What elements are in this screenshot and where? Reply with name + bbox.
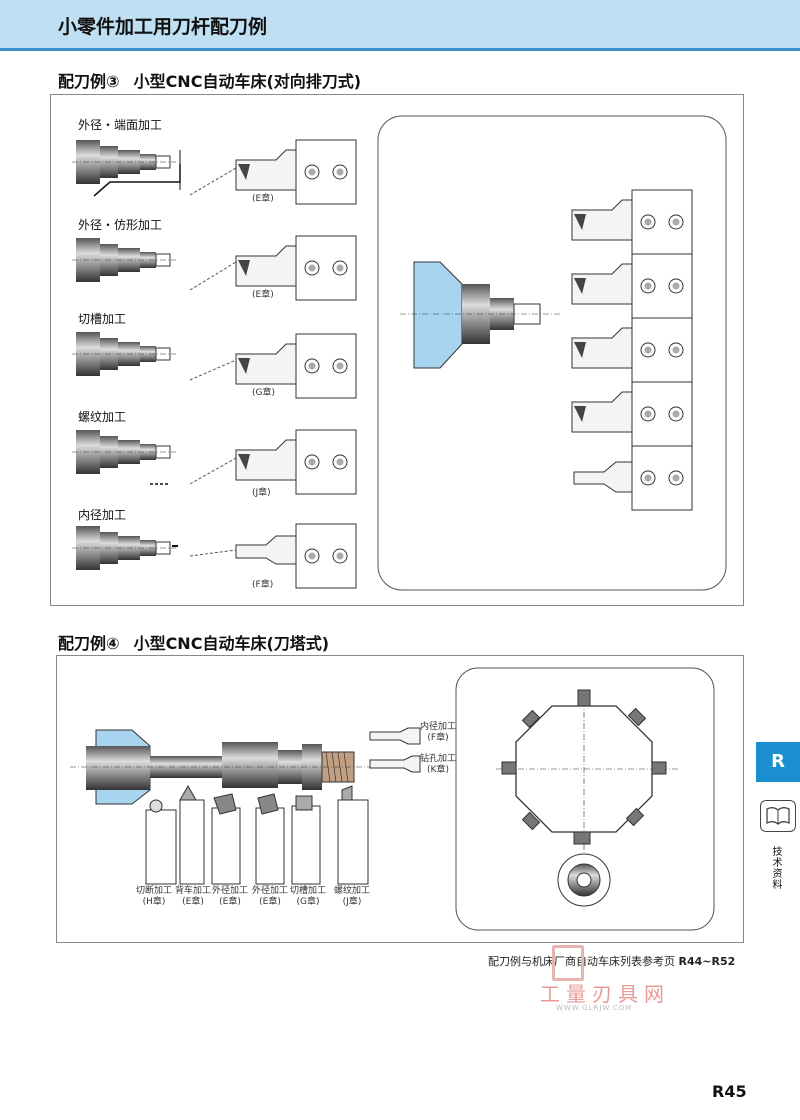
row-caption-2: (E章) xyxy=(252,290,274,300)
bottom-tool-5: 切槽加工 (G章) xyxy=(290,886,326,908)
section-tab-r[interactable]: R xyxy=(756,742,800,782)
page-header: 小零件加工用刀杆配刀例 xyxy=(0,0,800,51)
watermark-logo-icon xyxy=(552,945,584,981)
row-label-2: 外径・仿形加工 xyxy=(78,218,163,232)
bottom-tool-1-chapter: (H章) xyxy=(142,897,166,907)
section3-title: 配刀例③ 小型CNC自动车床(对向排刀式) xyxy=(58,68,375,92)
bottom-tool-4: 外径加工 (E章) xyxy=(252,886,288,908)
bottom-tool-5-chapter: (G章) xyxy=(296,897,320,907)
book-icon xyxy=(760,800,796,832)
bottom-tool-3-chapter: (E章) xyxy=(219,897,241,907)
side-tool-1: 内径加工 (F章) xyxy=(420,722,456,744)
bottom-tool-1-name: 切断加工 xyxy=(136,886,173,896)
bottom-tool-2-chapter: (E章) xyxy=(182,897,204,907)
side-tool-1-name: 内径加工 xyxy=(420,722,457,732)
bottom-tool-5-name: 切槽加工 xyxy=(290,886,327,896)
row-caption-5: (F章) xyxy=(252,580,274,590)
row-label-5: 内径加工 xyxy=(78,508,127,522)
bottom-tool-3: 外径加工 (E章) xyxy=(212,886,248,908)
row-caption-4: (J章) xyxy=(252,488,271,498)
bottom-tool-4-chapter: (E章) xyxy=(259,897,281,907)
side-tool-2-chapter: (K章) xyxy=(427,765,449,775)
side-tool-2-name: 钻孔加工 xyxy=(420,754,457,764)
section4-name: 小型CNC自动车床(刀塔式) xyxy=(133,634,330,653)
reference-note: 配刀例与机床厂商自动车床列表参考页 R44~R52 xyxy=(488,953,735,969)
side-tool-1-chapter: (F章) xyxy=(427,733,449,743)
watermark-text: 工量刃具网 xyxy=(540,982,670,1006)
row-label-3: 切槽加工 xyxy=(78,312,127,326)
side-tool-2: 钻孔加工 (K章) xyxy=(420,754,456,776)
watermark-url: WWW.GLRJW.COM xyxy=(556,1004,633,1012)
section4-title: 配刀例④ 小型CNC自动车床(刀塔式) xyxy=(58,630,343,654)
bottom-tool-6-name: 螺纹加工 xyxy=(334,886,371,896)
bottom-tool-6: 螺纹加工 (J章) xyxy=(334,886,370,908)
bottom-tool-4-name: 外径加工 xyxy=(252,886,289,896)
page-number: R45 xyxy=(712,1082,747,1101)
row-caption-3: (G章) xyxy=(252,388,275,398)
page-title: 小零件加工用刀杆配刀例 xyxy=(58,16,268,38)
section3-num: 配刀例③ xyxy=(58,72,120,91)
section4-num: 配刀例④ xyxy=(58,634,120,653)
bottom-tool-2: 背车加工 (E章) xyxy=(175,886,211,908)
bottom-tool-1: 切断加工 (H章) xyxy=(136,886,172,908)
section3-name: 小型CNC自动车床(对向排刀式) xyxy=(133,72,362,91)
row-label-4: 螺纹加工 xyxy=(78,410,127,424)
row-caption-1: (E章) xyxy=(252,194,274,204)
bottom-tool-6-chapter: (J章) xyxy=(342,897,362,907)
bottom-tool-2-name: 背车加工 xyxy=(175,886,212,896)
bottom-tool-3-name: 外径加工 xyxy=(212,886,249,896)
reference-pages: R44~R52 xyxy=(678,955,736,968)
row-label-1: 外径・端面加工 xyxy=(78,118,163,132)
sidebar-vertical-label: 技术资料 xyxy=(770,846,781,890)
